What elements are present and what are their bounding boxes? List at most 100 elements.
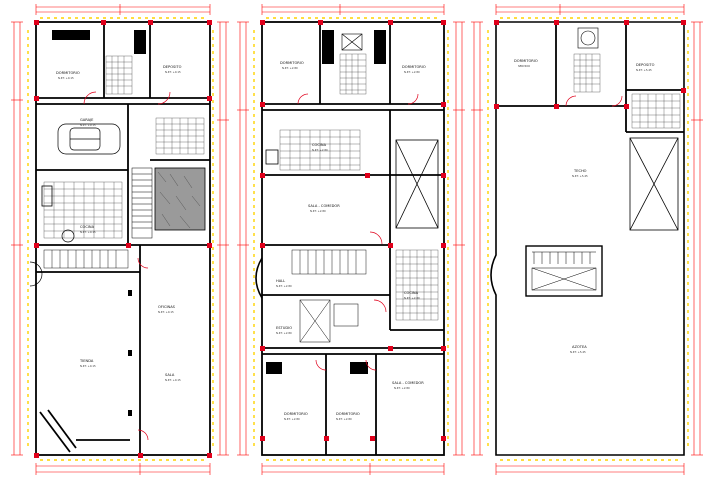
plan-1-room-label: COCINA N.P.T. +0.15 xyxy=(80,225,96,234)
plan-2-shaft xyxy=(341,33,363,51)
plan-2-kitchen-tiles xyxy=(279,129,361,171)
room-label-name: TIENDA xyxy=(79,359,94,363)
plan-2-door-swings xyxy=(297,93,419,371)
plan-3-terrace-tiles xyxy=(631,93,681,129)
plan-3-walls xyxy=(496,22,684,133)
room-label-name: DORMITORIO xyxy=(514,59,538,63)
plan-1-stairs xyxy=(131,167,153,239)
plan-2-stair-flight xyxy=(291,249,367,275)
plan-1-axis-lines xyxy=(27,17,214,461)
plan-2-small-bath xyxy=(299,299,359,343)
room-label-name: SALA - COMEDOR xyxy=(308,204,340,208)
room-label-note: SERVICIO xyxy=(518,64,530,68)
room-label-name: SALA - COMEDOR xyxy=(392,381,424,385)
plan-1-kitchen-tiles xyxy=(43,181,123,239)
room-label-name: OFICINAS xyxy=(158,305,176,309)
plan-1-columns xyxy=(34,20,212,458)
room-label-name: COCINA xyxy=(404,291,419,295)
plan-1-counter xyxy=(41,185,53,207)
room-label-name: DORMITORIO xyxy=(56,71,80,75)
plan-3-stair-box xyxy=(525,245,603,297)
plan-2-service-tiles xyxy=(395,249,439,321)
plan-2-room-label: SALA - COMEDOR N.P.T. +2.80 xyxy=(392,381,424,390)
plan-2-void xyxy=(395,139,439,229)
plan-1-door-swings xyxy=(83,91,171,441)
plan-2-walls xyxy=(261,21,445,456)
plan-3-axis-lines xyxy=(487,17,689,461)
plan-1-stair-flight xyxy=(43,249,129,269)
room-label-name: DEPOSITO xyxy=(163,65,182,69)
plan-1-garden-hatch xyxy=(154,167,206,231)
room-label-note: N.P.T. +2.80 xyxy=(284,417,300,421)
room-label-note: N.P.T. +5.45 xyxy=(572,174,588,178)
room-label-note: N.P.T. +0.15 xyxy=(165,378,181,382)
plan-1-room-label: TIENDA N.P.T. +0.15 xyxy=(79,359,96,368)
plan-2-room-label: HALL N.P.T. +2.80 xyxy=(276,279,292,288)
room-label-note: N.P.T. +5.45 xyxy=(636,68,652,72)
plan-2-room-label: COCINA N.P.T. +2.80 xyxy=(312,143,328,152)
room-label-note: N.P.T. +5.45 xyxy=(570,350,586,354)
plan-1-walls xyxy=(35,21,211,456)
plan-2-closet xyxy=(322,30,334,64)
plan-2-table xyxy=(265,149,279,165)
plan-3-bath-tiles xyxy=(573,53,601,93)
plan-3-columns xyxy=(494,20,686,109)
plan-1-side-door xyxy=(29,261,43,287)
room-label-name: SALA xyxy=(165,373,175,377)
plan-3-dimension-lines xyxy=(471,4,703,475)
room-label-name: DORMITORIO xyxy=(284,412,308,416)
room-label-name: DORMITORIO xyxy=(336,412,360,416)
plan-1-room-label: OFICINAS N.P.T. +0.15 xyxy=(158,305,176,314)
plan-2-closet xyxy=(266,362,282,374)
room-label-note: N.P.T. +0.15 xyxy=(80,123,96,127)
room-label-note: N.P.T. +0.15 xyxy=(58,76,74,80)
plan-1-table xyxy=(61,229,75,243)
plan-2-room-label: SALA - COMEDOR N.P.T. +2.80 xyxy=(308,204,340,213)
plan-2-bath-tiles xyxy=(339,53,367,95)
plan-2-room-label: COCINA N.P.T. +2.80 xyxy=(404,291,420,300)
plan-2-bay-window xyxy=(255,257,263,299)
room-label-note: N.P.T. +2.80 xyxy=(282,66,298,70)
room-label-name: DORMITORIO xyxy=(402,65,426,69)
room-label-note: N.P.T. +2.80 xyxy=(394,386,410,390)
room-label-note: N.P.T. +0.15 xyxy=(158,310,174,314)
room-label-note: N.P.T. +2.80 xyxy=(310,209,326,213)
room-label-note: N.P.T. +2.80 xyxy=(336,417,352,421)
plan-3-room-label: TECHO N.P.T. +5.45 xyxy=(572,169,588,178)
plan-1-service-tiles xyxy=(155,117,205,155)
plan-3-room-label: DORMITORIO SERVICIO xyxy=(514,59,538,68)
plan-1-shaft xyxy=(134,30,146,54)
plan-1-bath-tiles xyxy=(105,55,133,95)
car-icon xyxy=(57,123,121,155)
room-label-name: COCINA xyxy=(80,225,95,229)
plan-2-dimension-lines xyxy=(237,4,465,475)
room-label-note: N.P.T. +2.80 xyxy=(276,331,292,335)
plan-2-room-label: DORMITORIO N.P.T. +2.80 xyxy=(284,412,308,421)
plan-1-closet-block xyxy=(52,30,90,40)
room-label-note: N.P.T. +0.15 xyxy=(80,230,96,234)
room-label-name: ESTUDIO xyxy=(276,326,292,330)
plan-2-closet xyxy=(374,30,386,64)
plan-3-door-swings xyxy=(565,95,623,107)
plan-1-pillars xyxy=(128,290,132,416)
plan-2-columns xyxy=(260,20,446,441)
room-label-name: COCINA xyxy=(312,143,327,147)
plan-1-room-label: DEPOSITO N.P.T. +0.15 xyxy=(163,65,182,74)
room-label-note: N.P.T. +2.80 xyxy=(312,148,328,152)
plan-2: DORMITORIO N.P.T. +2.80 DORMITORIO N.P.T… xyxy=(237,4,465,475)
room-label-name: DEPOSITO xyxy=(636,63,655,67)
room-label-note: N.P.T. +0.15 xyxy=(165,70,181,74)
room-label-note: N.P.T. +0.15 xyxy=(80,364,96,368)
plan-1-room-label: GARAJE N.P.T. +0.15 xyxy=(80,118,96,127)
plan-3-room-label: AZOTEA N.P.T. +5.45 xyxy=(570,345,587,354)
plan-3-roof-outline xyxy=(490,21,685,456)
room-label-name: AZOTEA xyxy=(572,345,587,349)
plan-3: DORMITORIO SERVICIO DEPOSITO N.P.T. +5.4… xyxy=(471,4,703,475)
plan-1: DORMITORIO N.P.T. +0.15 DEPOSITO N.P.T. … xyxy=(11,4,229,475)
plan-2-axis-lines xyxy=(253,17,449,461)
plan-1-dimension-lines xyxy=(11,4,229,475)
plan-2-room-label: ESTUDIO N.P.T. +2.80 xyxy=(276,326,292,335)
room-label-name: TECHO xyxy=(573,169,587,173)
room-label-note: N.P.T. +2.80 xyxy=(404,296,420,300)
